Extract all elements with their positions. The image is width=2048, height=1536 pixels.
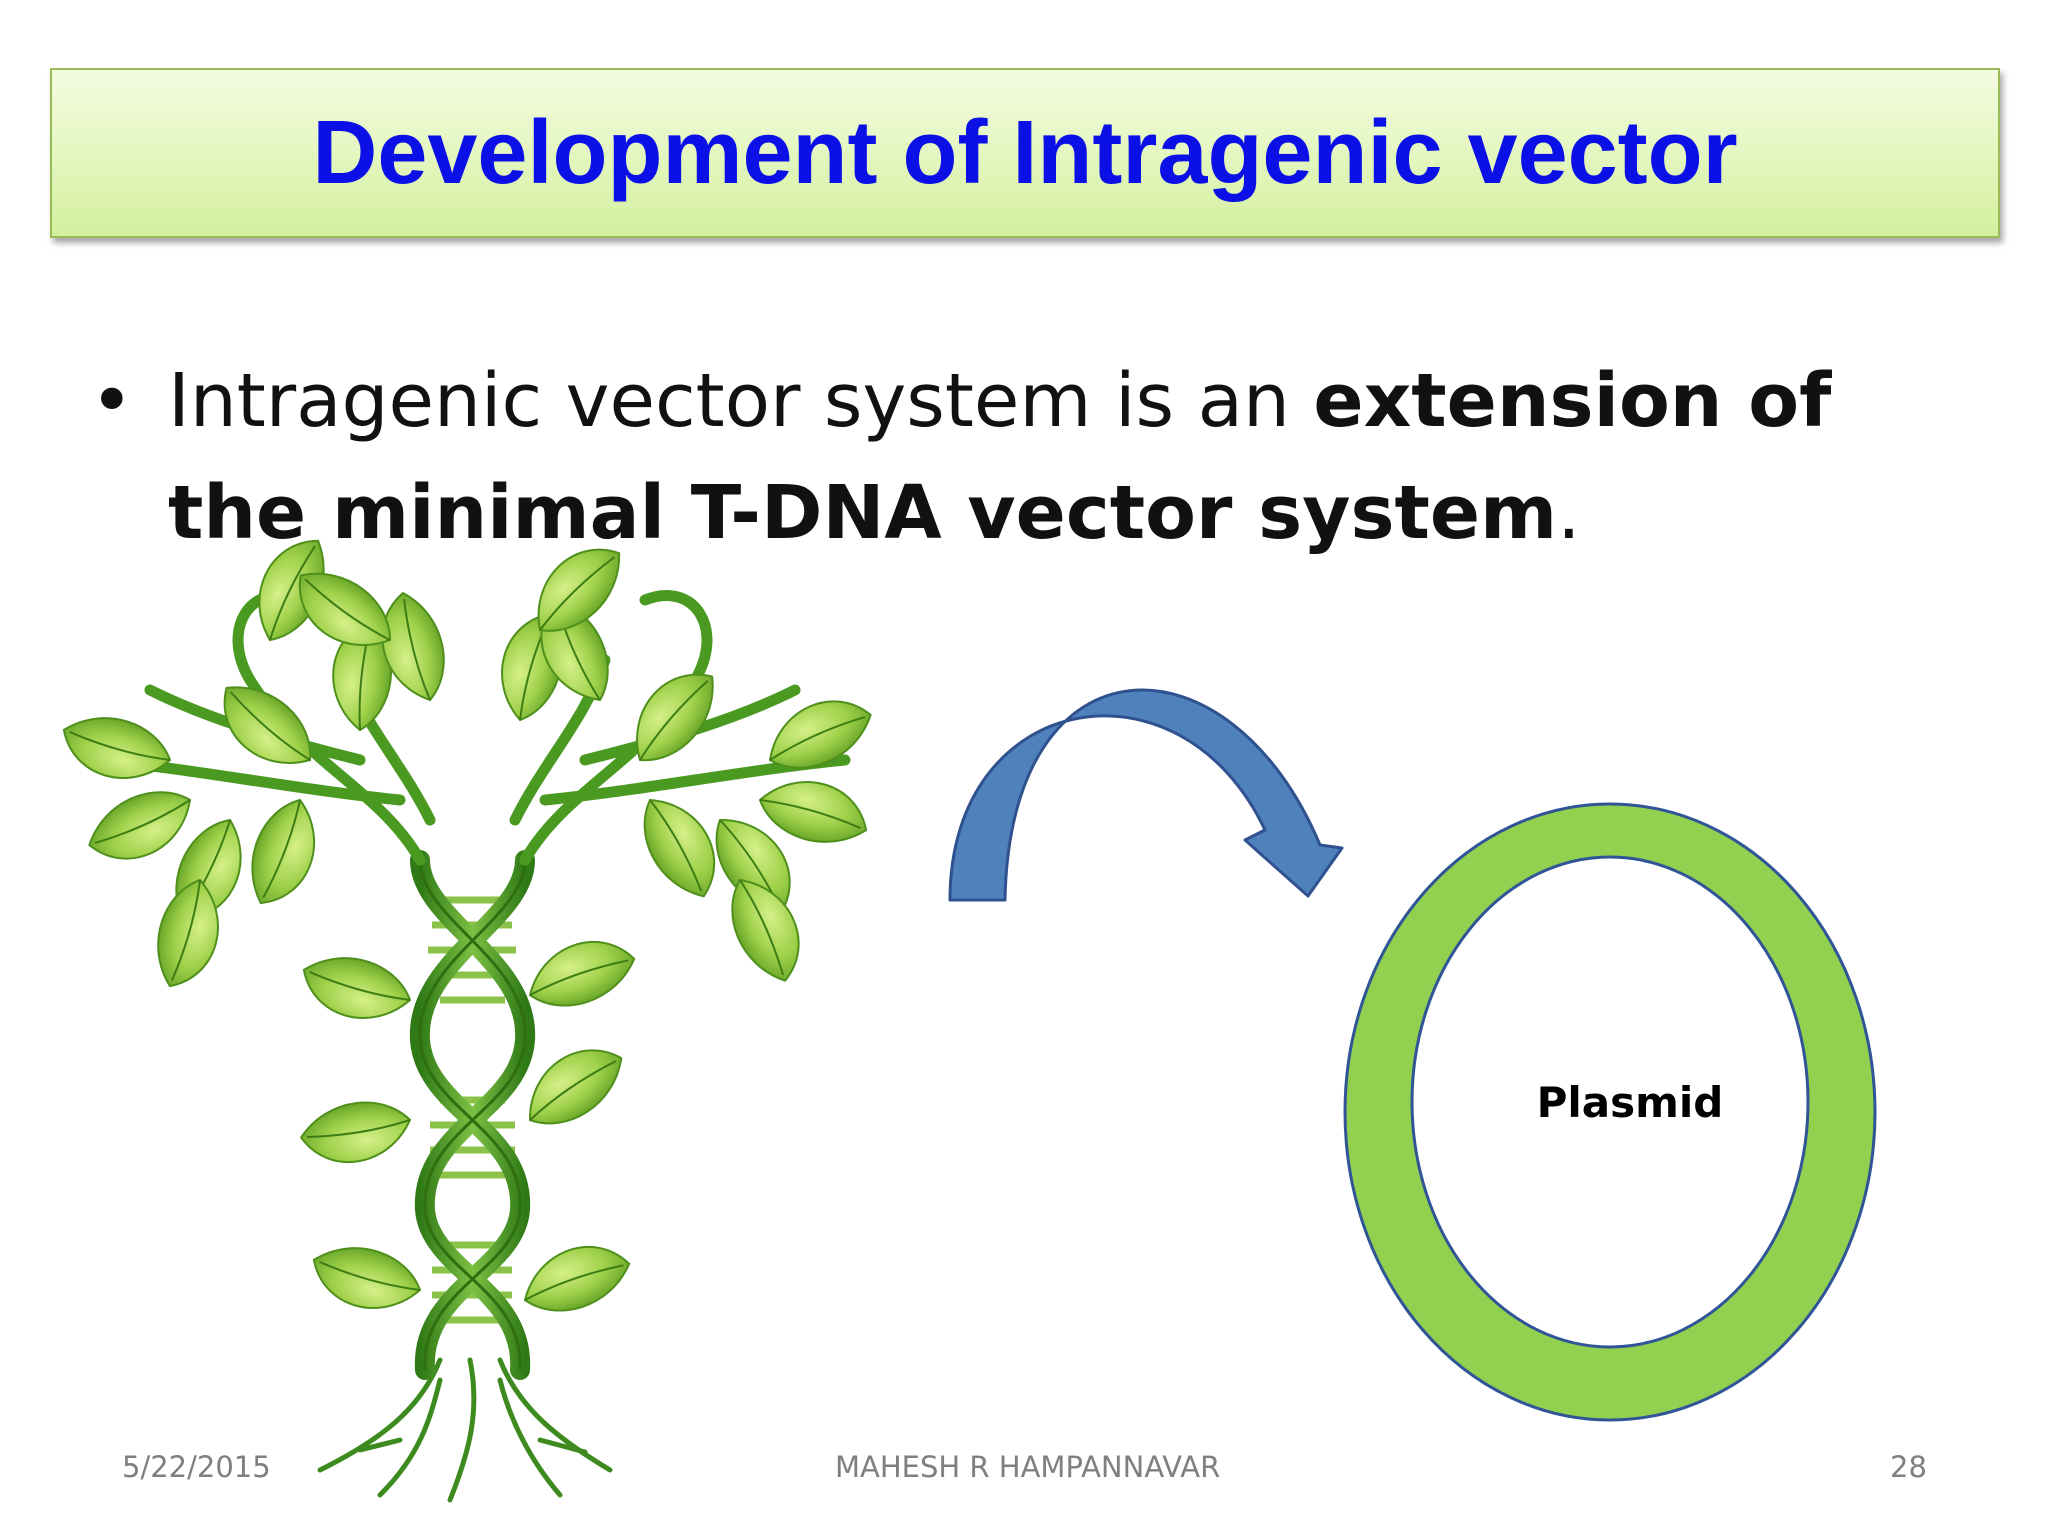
bullet-text-plain: Intragenic vector system is an (168, 358, 1314, 444)
footer-date: 5/22/2015 (122, 1450, 271, 1484)
footer-author: MAHESH R HAMPANNAVAR (835, 1450, 1221, 1484)
bullet-item: • Intragenic vector system is an extensi… (90, 345, 1990, 569)
bullet-text: Intragenic vector system is an extension… (168, 345, 1990, 569)
bullet-text-end: . (1557, 470, 1581, 556)
slide-title: Development of Intragenic vector (312, 102, 1738, 203)
plasmid-label: Plasmid (1536, 1078, 1724, 1127)
slide-number: 28 (1890, 1450, 1927, 1484)
title-banner: Development of Intragenic vector (50, 68, 2000, 238)
bullet-text-bold: extension of the minimal T-DNA vector sy… (168, 358, 1832, 556)
bullet-marker: • (90, 358, 134, 444)
